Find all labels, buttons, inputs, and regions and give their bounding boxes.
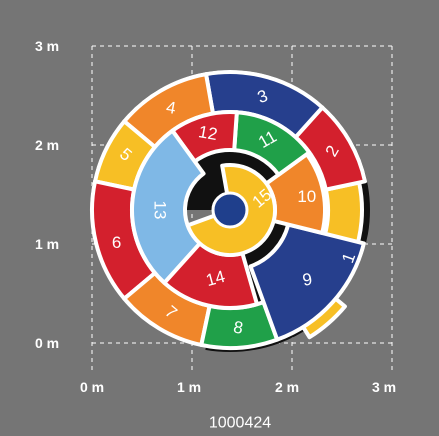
segment-13: [130, 128, 206, 285]
y-label-2m: 2 m: [35, 137, 59, 153]
segment-9: [248, 222, 366, 342]
segment-11: [232, 110, 312, 177]
center-dot: [211, 191, 249, 229]
segment-number-12: 12: [197, 122, 219, 144]
segment-number-14: 14: [204, 267, 227, 290]
product-code: 1000424: [209, 415, 271, 432]
segment-number-8: 8: [232, 318, 245, 338]
segment-12: [170, 110, 239, 164]
y-label-0m: 0 m: [35, 335, 59, 351]
segment-number-10: 10: [297, 187, 316, 206]
segment-number-6: 6: [112, 233, 121, 252]
x-label-3m: 3 m: [372, 379, 396, 395]
x-label-1m: 1 m: [177, 379, 201, 395]
x-label-0m: 0 m: [80, 379, 104, 395]
segment-number-9: 9: [301, 269, 314, 289]
segment-number-13: 13: [151, 201, 170, 220]
y-label-1m: 1 m: [35, 236, 59, 252]
segment-number-4: 4: [165, 98, 178, 118]
x-label-2m: 2 m: [275, 379, 299, 395]
y-label-3m: 3 m: [35, 38, 59, 54]
